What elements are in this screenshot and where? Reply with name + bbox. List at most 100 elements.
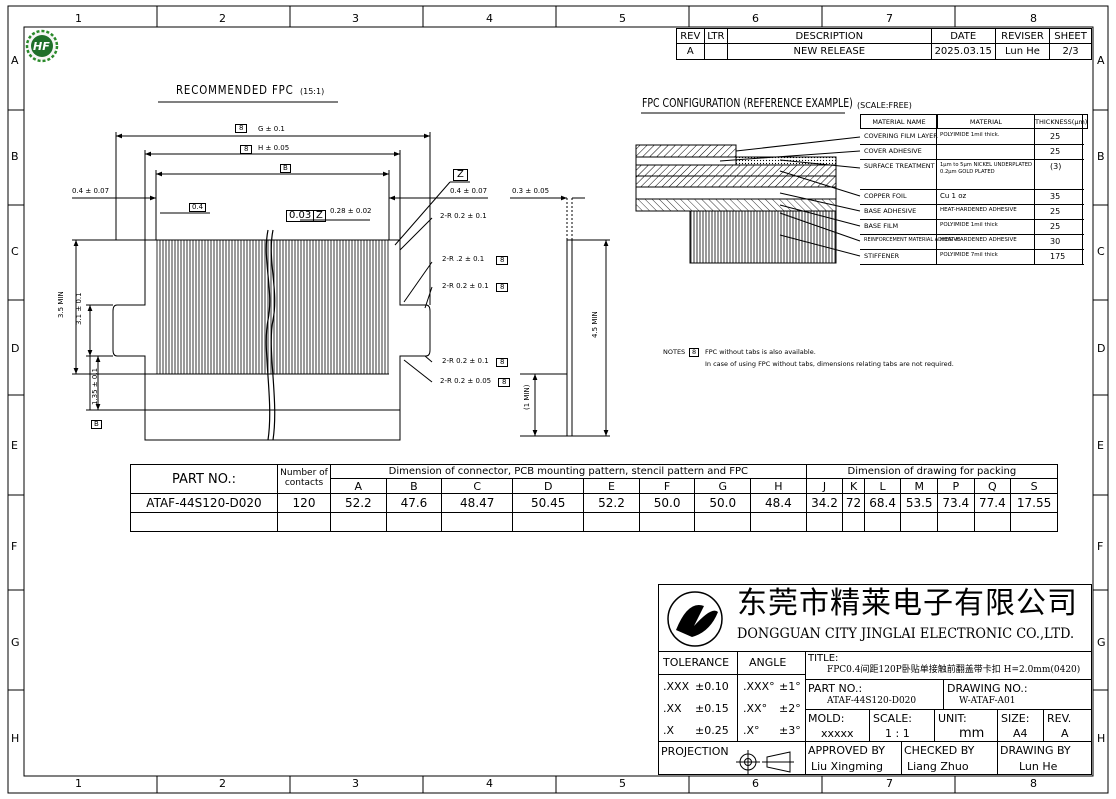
- frame-col-1: 1: [75, 12, 82, 25]
- approved-label: APPROVED BY: [808, 744, 886, 757]
- empty-cell: [842, 512, 865, 532]
- frame-row-d-right: D: [1097, 342, 1106, 355]
- tol-val-2: ±0.15: [695, 702, 729, 715]
- dim-thickness: 0.3 ± 0.05: [512, 187, 550, 195]
- value-a: 52.2: [330, 493, 387, 513]
- rev-value: A: [1061, 727, 1069, 740]
- dim-r5: 2-R 0.2 ± 0.05: [440, 377, 492, 385]
- dim-g: G ± 0.1: [258, 125, 285, 133]
- layer-table-col-divider-2: [1034, 114, 1035, 264]
- ltr-value: [703, 43, 729, 60]
- title-row-line: [805, 679, 1091, 680]
- value-m: 53.5: [900, 493, 938, 513]
- projection-label: PROJECTION: [661, 745, 729, 758]
- unit-value: mm: [959, 726, 985, 741]
- empty-cell: [638, 512, 696, 532]
- frame-row-f-right: F: [1097, 540, 1104, 553]
- layer-material: HEAT-HARDENED ADHESIVE: [940, 237, 1017, 243]
- frame-row-a: A: [11, 54, 19, 67]
- frame-row-g: G: [11, 636, 20, 649]
- dim-r2: 2-R .2 ± 0.1: [442, 255, 485, 263]
- date-value: 2025.03.15: [930, 43, 996, 60]
- layer-name: STIFFENER: [864, 252, 900, 260]
- frame-col-7: 7: [886, 12, 893, 25]
- value-h: 48.4: [750, 493, 807, 513]
- ang-val-1: ±3°: [779, 724, 801, 737]
- layer-thickness: 25: [1050, 222, 1061, 231]
- tolerance-label: TOLERANCE: [663, 656, 730, 669]
- frame-col-8-bottom: 8: [1030, 777, 1037, 790]
- frame-col-5: 5: [619, 12, 626, 25]
- dim-pitch: 0.4: [189, 203, 207, 212]
- dim-length-45: 4.5 MIN: [591, 311, 599, 338]
- flatness-datum: Z: [313, 210, 326, 222]
- dim-r3: 2-R 0.2 ± 0.1: [442, 282, 489, 290]
- layer-thickness-header: THICKNESS(μm): [1033, 114, 1089, 129]
- layer-thickness: 25: [1050, 147, 1061, 156]
- empty-cell: [900, 512, 938, 532]
- scale-label: SCALE:: [873, 712, 912, 725]
- layer-material: HEAT-HARDENED ADHESIVE: [940, 207, 1017, 213]
- layer-table-col-divider-1: [936, 114, 937, 264]
- fpc-config-scale: (SCALE:FREE): [857, 101, 912, 110]
- col-f: F: [638, 478, 696, 494]
- empty-cell: [863, 512, 902, 532]
- jinglai-logo-mark: [667, 591, 723, 647]
- empty-cell: [385, 512, 443, 532]
- date-header: DATE: [930, 28, 996, 44]
- part-number-cell: ATAF-44S120-D020: [130, 493, 278, 513]
- frame-row-c-right: C: [1097, 245, 1105, 258]
- frame-row-d: D: [11, 342, 20, 355]
- layer-name: COVER ADHESIVE: [864, 147, 922, 155]
- dim-r1: 2-R 0.2 ± 0.1: [440, 212, 487, 220]
- layer-material: 1μm to 5μm NICKEL UNDERPLATED 0.2μm GOLD…: [940, 162, 1032, 175]
- unit-size-divider: [997, 709, 998, 775]
- layer-row: REINFORCEMENT MATERIAL ADHESIVE HEAT-HAR…: [860, 234, 1084, 250]
- title-block-divider: [659, 651, 1091, 652]
- layer-name: BASE FILM: [864, 222, 899, 230]
- value-q: 77.4: [973, 493, 1012, 513]
- note-flag-g: 8: [235, 124, 248, 133]
- mold-row-line: [805, 741, 1091, 742]
- description-header: DESCRIPTION: [727, 28, 932, 44]
- empty-cell: [694, 512, 752, 532]
- contacts-cell: 120: [277, 493, 331, 513]
- title-value: FPC0.4间距120P卧贴单接触前翻盖带卡扣 H=2.0mm(0420): [827, 665, 1081, 675]
- tolerance-header-line: [659, 674, 805, 675]
- title-block: 东莞市精莱电子有限公司 DONGGUAN CITY JINGLAI ELECTR…: [658, 584, 1092, 775]
- rev-header: REV: [676, 28, 705, 44]
- frame-row-h: H: [11, 732, 20, 745]
- datum-z: Z: [453, 169, 468, 181]
- empty-cell: [936, 512, 975, 532]
- note-flag-r5: 8: [498, 378, 511, 387]
- layer-thickness: 25: [1050, 207, 1061, 216]
- frame-row-h-right: H: [1097, 732, 1106, 745]
- note-flag-r3: 8: [496, 283, 509, 292]
- value-s: 17.55: [1010, 493, 1058, 513]
- dim-r4: 2-R 0.2 ± 0.1: [442, 357, 489, 365]
- note-flag-h: 8: [240, 145, 253, 154]
- col-l: L: [863, 478, 902, 494]
- dim-right-edge: 0.4 ± 0.07: [450, 187, 488, 195]
- dim-length-1: (1 MIN): [523, 384, 531, 410]
- layer-material: Cu 1 oz: [940, 192, 967, 200]
- part-no-header: PART NO.:: [130, 464, 278, 494]
- frame-row-g-right: G: [1097, 636, 1106, 649]
- value-f: 50.0: [638, 493, 696, 513]
- approved-value: Liu Xingming: [811, 760, 883, 773]
- unit-label: UNIT:: [938, 712, 967, 725]
- empty-cell: [130, 512, 278, 532]
- rev-label: REV.: [1047, 712, 1072, 725]
- note-flag-r4: 8: [496, 358, 509, 367]
- empty-cell: [973, 512, 1012, 532]
- value-c: 48.47: [441, 493, 514, 513]
- title-label: TITLE:: [808, 653, 839, 664]
- dim-h: H ± 0.05: [258, 144, 290, 152]
- empty-cell: [750, 512, 807, 532]
- value-k: 72: [842, 493, 865, 513]
- frame-col-5-bottom: 5: [619, 777, 626, 790]
- frame-row-e: E: [11, 439, 18, 452]
- angle-divider: [805, 651, 806, 775]
